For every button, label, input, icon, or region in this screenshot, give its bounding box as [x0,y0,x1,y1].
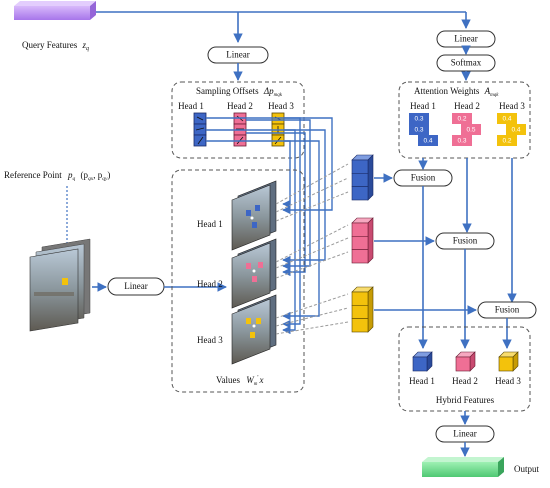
hybrid-features-title: Hybrid Features [436,395,495,405]
attention-weights-group: Attention Weights Amqk Head 1 Head 2 Hea… [398,81,531,159]
hybrid-head-1-label: Head 1 [409,376,435,386]
output-bar [422,457,504,477]
softmax-box: Softmax [436,54,496,72]
svg-text:Fusion: Fusion [453,236,478,246]
svg-text:Sampling Offsets Δpmqk: Sampling Offsets Δpmqk [196,86,283,98]
weight-head-3-label: Head 3 [499,101,525,111]
hybrid-head-2-label: Head 2 [452,376,478,386]
value-head-2-label: Head 2 [197,279,223,289]
value-image-head-1 [231,180,277,251]
svg-text:0.3: 0.3 [414,116,423,123]
offset-head-3-label: Head 3 [268,101,294,111]
weights-head-3: 0.4 0.4 0.2 [497,113,526,146]
svg-text:0.4: 0.4 [511,127,520,134]
svg-text:0.2: 0.2 [502,138,511,145]
fusion-box-2: Fusion [435,232,495,250]
svg-text:Linear: Linear [453,429,476,439]
linear-box-sampling: Linear [207,46,269,64]
sampled-value-dashed-lines [275,163,349,335]
svg-text:0.4: 0.4 [502,116,511,123]
svg-text:Linear: Linear [226,50,249,60]
sampled-stack-head-3 [351,286,374,333]
stack-to-fusion-arrows [374,173,477,315]
offset-head-1-label: Head 1 [178,101,204,111]
fusion-box-1: Fusion [393,169,453,187]
weight-head-1-label: Head 1 [410,101,436,111]
hybrid-cube-head-1 [412,351,433,372]
hybrid-head-3-label: Head 3 [495,376,521,386]
svg-text:Linear: Linear [124,281,147,291]
hybrid-features-group: Head 1 Head 2 Head 3 Hybrid Features [398,326,531,412]
query-features-label: Query Features zq [22,40,89,52]
value-head-3-label: Head 3 [197,335,223,345]
linear-box-attention: Linear [436,30,496,48]
svg-text:0.3: 0.3 [414,127,423,134]
offset-to-value-arrows [206,117,333,335]
query-routing-arrows [96,11,471,43]
fusion-box-3: Fusion [477,301,537,319]
svg-text:Softmax: Softmax [451,58,482,68]
hybrid-cube-head-2 [455,351,476,372]
reference-point-label: Reference Point pq (pqx, pqy) [4,170,110,182]
svg-text:Fusion: Fusion [411,173,436,183]
linear-box-output: Linear [435,425,495,443]
svg-text:0.3: 0.3 [457,138,466,145]
svg-text:Reference Point pq: Reference Point pq (pqx, pqy) [4,170,110,182]
weight-to-fusion-arrows [418,158,517,303]
svg-text:0.5: 0.5 [466,127,475,134]
weights-head-1: 0.3 0.3 0.4 [409,113,438,146]
linear-box-values: Linear [107,277,165,296]
weights-head-2: 0.2 0.5 0.3 [452,113,481,146]
svg-text:Fusion: Fusion [495,305,520,315]
svg-text:Query Features zq: Query Features zq [22,40,89,52]
values-group: Head 1 Head 2 Head 3 Values Wm'x [171,169,305,393]
svg-text:Values Wm'x: Values Wm'x [216,375,263,387]
value-head-1-label: Head 1 [197,219,223,229]
svg-text:0.4: 0.4 [423,138,432,145]
svg-text:0.2: 0.2 [457,116,466,123]
input-image-stack [29,238,91,332]
sampled-stack-head-1 [351,154,374,201]
query-features-bar [14,1,96,20]
value-image-head-3 [231,294,277,365]
hybrid-cube-head-3 [498,351,519,372]
offset-column-head-1 [193,112,207,147]
offset-head-2-label: Head 2 [227,101,253,111]
fusion-to-hybrid-arrows [418,186,512,349]
svg-text:Attention Weights Amqk: Attention Weights Amqk [414,86,499,98]
output-label: Output [514,464,540,474]
weight-head-2-label: Head 2 [454,101,480,111]
value-image-head-2 [231,238,277,309]
svg-text:Linear: Linear [454,34,477,44]
sampled-stack-head-2 [351,217,374,264]
